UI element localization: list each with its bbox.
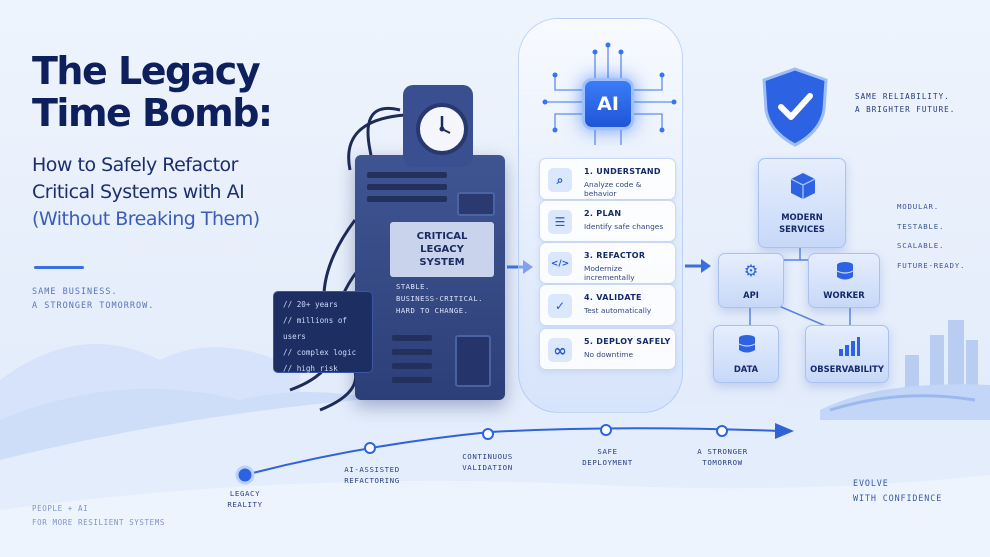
- timeline-label-legacy: LEGACY REALITY: [227, 489, 263, 509]
- code-line: // millions of users: [283, 316, 348, 341]
- server-vents: [367, 172, 447, 202]
- subtitle-line-3: (Without Breaking Them): [32, 208, 260, 230]
- page-subtitle: How to Safely Refactor Critical Systems …: [32, 152, 352, 233]
- module-api: ⚙ API: [718, 253, 784, 308]
- code-line: // 20+ years: [283, 300, 338, 309]
- timeline-label-deployment: SAFE DEPLOYMENT: [582, 447, 633, 467]
- step-title: 2. PLAN: [584, 209, 622, 218]
- landscape-background: [0, 320, 990, 557]
- subtitle-line-1: How to Safely Refactor: [32, 154, 238, 176]
- code-line: // complex logic: [283, 348, 357, 357]
- server-panel: [455, 335, 491, 387]
- server-label: CRITICAL LEGACY SYSTEM: [390, 222, 494, 277]
- gear-icon: ⚙: [743, 261, 759, 280]
- quality-item: TESTABLE.: [897, 221, 945, 231]
- checklist-icon: ✓: [548, 294, 572, 318]
- title-line-1: The Legacy: [32, 49, 261, 93]
- module-modern-services: MODERN SERVICES: [758, 158, 846, 248]
- step-refactor: </> 3. REFACTOR Modernize incrementally: [539, 242, 676, 284]
- right-footer-line-1: EVOLVE: [853, 478, 889, 488]
- tagline-line-2: A STRONGER TOMORROW.: [32, 301, 155, 311]
- module-label: OBSERVABILITY: [810, 364, 884, 374]
- subtitle-line-2: Critical Systems with AI: [32, 181, 245, 203]
- right-tagline-line-2: A BRIGHTER FUTURE.: [855, 105, 956, 114]
- module-label: DATA: [733, 364, 759, 374]
- qualities-list: MODULAR. TESTABLE. SCALABLE. FUTURE-READ…: [897, 197, 965, 275]
- step-desc: Modernize incrementally: [584, 264, 635, 282]
- step-desc: Test automatically: [584, 306, 652, 315]
- cube-icon: [790, 173, 816, 199]
- step-desc: Identify safe changes: [584, 222, 664, 231]
- search-icon: ⌕: [548, 168, 572, 192]
- step-validate: ✓ 4. VALIDATE Test automatically: [539, 284, 676, 326]
- page-title: The Legacy Time Bomb:: [32, 50, 332, 134]
- module-label: WORKER: [823, 290, 865, 300]
- code-comment-box: // 20+ years // millions of users // com…: [273, 291, 373, 373]
- clock-icon: [416, 103, 468, 155]
- database-icon: [836, 262, 854, 280]
- shield-check-icon: [762, 67, 828, 147]
- module-label: API: [743, 290, 759, 300]
- footer-left: PEOPLE + AI FOR MORE RESILIENT SYSTEMS: [32, 502, 165, 530]
- server-drawer: [457, 192, 495, 216]
- circuit-lines-decoration: [542, 42, 677, 145]
- infinity-icon: ∞: [548, 338, 572, 362]
- server-label-line-2: LEGACY SYSTEM: [419, 244, 465, 268]
- module-label: SERVICES: [779, 224, 825, 234]
- right-footer-line-2: WITH CONFIDENCE: [853, 493, 943, 503]
- tagline-line-1: SAME BUSINESS.: [32, 287, 118, 297]
- step-title: 5. DEPLOY SAFELY: [584, 337, 671, 346]
- module-data: DATA: [713, 325, 779, 383]
- step-desc: Analyze code & behavior: [584, 180, 642, 198]
- database-icon: [738, 335, 756, 353]
- quality-item: SCALABLE.: [897, 241, 945, 250]
- step-title: 3. REFACTOR: [584, 251, 646, 260]
- code-icon: </>: [548, 252, 572, 276]
- server-note-line-2: BUSINESS-CRITICAL.: [396, 294, 483, 303]
- tagline: SAME BUSINESS. A STRONGER TOMORROW.: [32, 285, 154, 313]
- step-title: 4. VALIDATE: [584, 293, 642, 302]
- quality-item: FUTURE-READY.: [897, 260, 966, 270]
- module-worker: WORKER: [808, 253, 880, 308]
- timeline-label-refactoring: AI-ASSISTED REFACTORING: [344, 465, 400, 485]
- timeline-label-validation: CONTINUOUS VALIDATION: [462, 452, 513, 472]
- step-desc: No downtime: [584, 350, 634, 359]
- server-slots-lower: [392, 335, 432, 383]
- right-tagline: SAME RELIABILITY. A BRIGHTER FUTURE.: [855, 90, 955, 116]
- right-tagline-line-1: SAME RELIABILITY.: [855, 92, 950, 101]
- title-line-2: Time Bomb:: [32, 91, 273, 135]
- step-title: 1. UNDERSTAND: [584, 167, 661, 176]
- ai-chip-icon: AI: [582, 78, 634, 130]
- server-note: STABLE. BUSINESS-CRITICAL. HARD TO CHANG…: [396, 281, 483, 317]
- module-observability: OBSERVABILITY: [805, 325, 889, 383]
- step-deploy: ∞ 5. DEPLOY SAFELY No downtime: [539, 328, 676, 370]
- document-icon: ☰: [548, 210, 572, 234]
- accent-divider: [34, 266, 84, 269]
- bar-chart-icon: [839, 337, 860, 356]
- footer-left-line-1: PEOPLE + AI: [32, 504, 89, 513]
- arrow-right-icon: [685, 259, 711, 273]
- server-note-line-1: STABLE.: [396, 282, 430, 291]
- timeline-markers: [235, 424, 728, 485]
- step-plan: ☰ 2. PLAN Identify safe changes: [539, 200, 676, 242]
- quality-item: MODULAR.: [897, 202, 939, 211]
- code-line: // high risk: [283, 364, 338, 373]
- footer-left-line-2: FOR MORE RESILIENT SYSTEMS: [32, 518, 165, 527]
- right-footer: EVOLVE WITH CONFIDENCE: [853, 476, 942, 506]
- timeline-label-tomorrow: A STRONGER TOMORROW: [697, 447, 748, 467]
- module-label: MODERN: [781, 212, 823, 222]
- server-label-line-1: CRITICAL: [416, 231, 468, 242]
- server-note-line-3: HARD TO CHANGE.: [396, 306, 469, 315]
- step-understand: ⌕ 1. UNDERSTAND Analyze code & behavior: [539, 158, 676, 200]
